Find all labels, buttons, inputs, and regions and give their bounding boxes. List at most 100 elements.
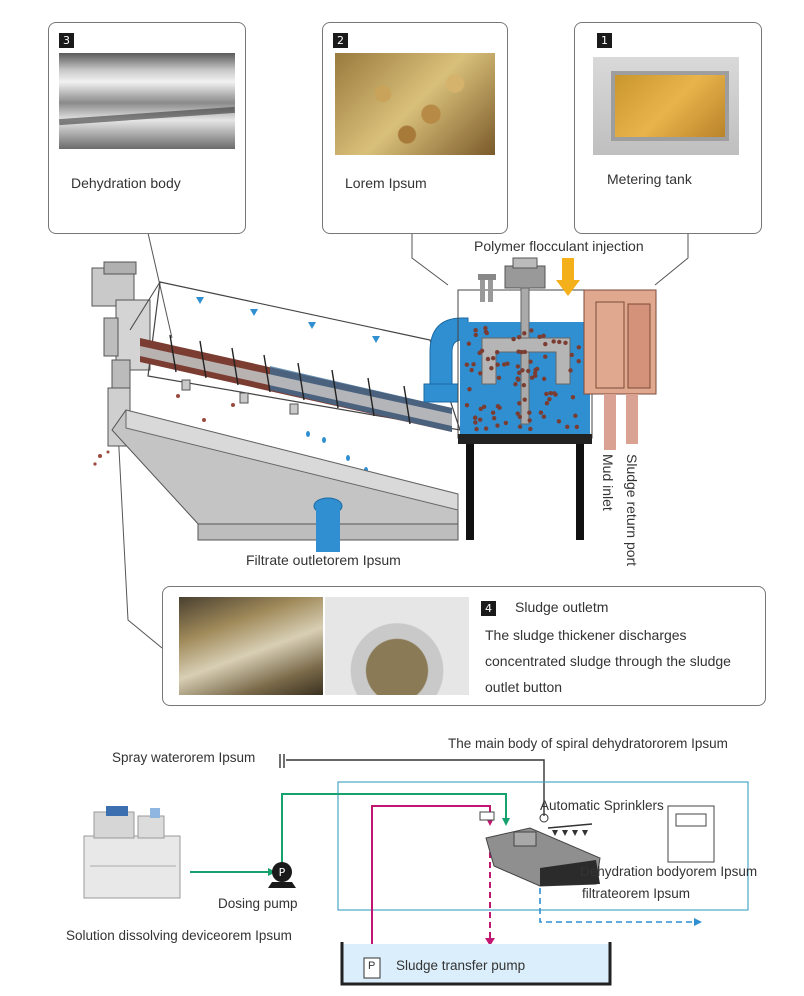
floc-particle [505,361,510,366]
floc-particle [517,424,523,429]
floc-particle [538,410,544,415]
leader-line-2 [411,233,449,286]
floc-particle [568,368,573,373]
floc-particle [515,364,521,369]
leader-line-4 [117,429,163,649]
floc-particle [522,397,527,402]
floc-particle [489,365,494,371]
sludge-outlet-card: 4 Sludge outletm The sludge thickener di… [162,586,766,706]
floc-particle [548,390,553,396]
sprinkler-nozzles [196,297,380,343]
floc-particle [563,340,568,346]
callout-number-badge: 2 [333,33,348,48]
floc-particle [551,391,557,396]
sludge-transfer-pump-label: Sludge transfer pump [396,958,526,973]
floc-particle [517,414,523,420]
floc-particle [543,354,548,359]
spray-water-label: Spray waterorem Ipsum [112,750,256,765]
callout-number-badge: 1 [597,33,612,48]
mud-inlet-label: Mud inlet [600,454,616,511]
outlet-title: Sludge outletm [515,599,609,615]
floc-particle [519,349,524,355]
callout-label: Dehydration body [71,175,181,191]
floc-particle [570,394,576,400]
floc-particle [513,381,518,387]
sludge-outlet-photo-1 [179,597,323,695]
floc-particle [478,371,483,376]
floc-particle [515,411,520,416]
floc-particle [469,367,474,373]
flocculation-photo [335,53,495,155]
floc-particle [478,406,483,412]
floc-particle [547,396,552,402]
floc-particle [477,417,483,422]
floc-particle [485,356,491,362]
floc-particle [517,401,522,406]
floc-particle [574,424,580,430]
callout-number-badge: 3 [59,33,74,48]
floc-particle [503,420,509,426]
main-body-label: The main body of spiral dehydratororem I… [448,736,728,751]
floc-particle [494,349,500,355]
floc-particle [467,387,472,392]
floc-particles [464,325,581,432]
floc-particle [529,375,535,380]
floc-particle [520,368,525,373]
floc-particle [573,413,578,418]
floc-particle [473,327,478,333]
metering-tank-photo [593,57,739,155]
floc-particle [483,329,489,335]
floc-particle [544,391,549,397]
floc-particle [576,345,581,350]
floc-particle [471,362,476,367]
floc-particle [481,404,487,410]
floc-particle [541,376,547,382]
floc-particle [526,368,531,374]
floc-particle [569,352,574,358]
floc-particle [533,373,538,379]
floc-particle [565,424,570,429]
sludge-return-label: Sludge return port [624,454,640,567]
callout-card-3: 3 Dehydration body [48,22,246,234]
floc-particle [474,426,479,432]
callout-label: Lorem Ipsum [345,175,427,191]
filtrate-label: filtrateorem Ipsum [582,886,691,901]
polymer-injection-label: Polymer flocculant injection [474,238,644,254]
floc-particle [543,341,548,347]
leader-line-1 [654,233,689,286]
floc-particle [495,423,500,428]
floc-particle [491,415,497,421]
callout-label: Metering tank [607,171,692,187]
floc-particle [551,339,556,344]
floc-particle [576,358,581,364]
floc-particle [483,426,489,431]
floc-particle [544,400,550,406]
floc-particle [556,419,562,424]
filtrate-hopper [111,409,459,552]
screw-shaft [140,334,452,432]
floc-particle [501,362,507,367]
metering-tank [583,289,657,450]
floc-particle [490,410,496,415]
floc-particle [528,359,533,364]
floc-particle [495,362,500,367]
filtrate-outlet-label: Filtrate outletorem Ipsum [246,552,401,568]
floc-particle [473,420,478,425]
floc-particle [464,402,470,408]
floc-particle [541,414,547,419]
sludge-outlet-photo-2 [325,597,469,695]
floc-particle [516,334,522,340]
floc-particle [541,333,546,339]
floc-particle [495,403,501,409]
floc-particle [522,349,528,355]
outlet-desc-line-1: The sludge thickener discharges [485,627,687,643]
callout-card-2: 2 Lorem Ipsum [322,22,508,234]
callout-number-badge: 4 [481,601,496,616]
automatic-sprinklers-label: Automatic Sprinklers [540,798,664,813]
floc-particle [557,339,562,345]
floc-particle [521,383,527,388]
floc-particle [464,362,470,367]
pump-symbol-label: P [368,960,376,972]
flocculation-tank [457,257,593,540]
